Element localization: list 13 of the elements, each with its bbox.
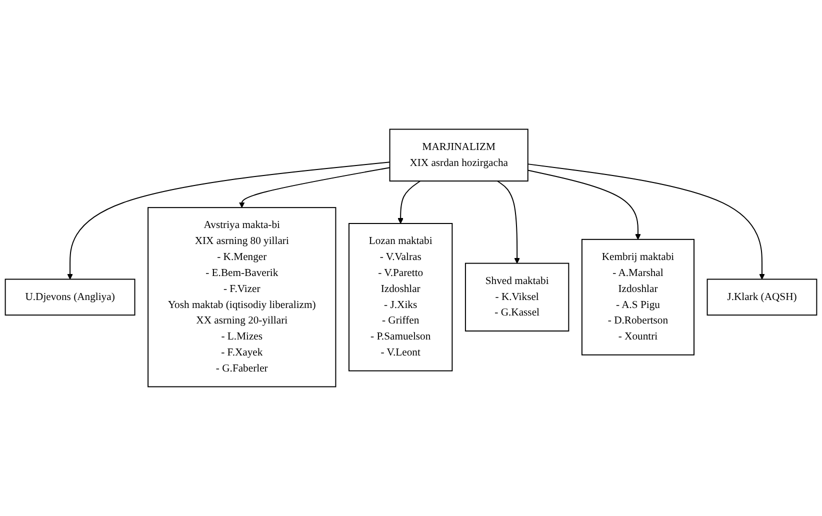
node-box: Lozan maktabi - V.Valras - V.Paretto Izdoshlar - J.Xiks - Griffen - P.Samuelson - V.Leont [348,223,453,372]
node-box: J.Klark (AQSH) [706,278,818,316]
arrow [398,180,421,224]
arrow [67,162,390,280]
arrow [496,180,520,264]
node-box: Shved maktabi - K.Viksel - G.Kassel [464,262,570,332]
arrow [238,167,390,208]
node-box: U.Djevons (Angliya) [4,278,136,316]
node-box: MARJINALIZM XIX asrdan hozirgacha [389,128,528,182]
arrow [527,164,765,280]
arrow [527,170,641,240]
node-box: Avstriya makta-bi XIX asrning 80 yillari - K.Menger - E.Bem-Baverik - F.Vizer Yosh maktab (iqtisodiy liberalizm) XX asrning 20-yillari - L.Mizes - F.Xayek - G.Faberler [148,207,336,388]
node-box: Kembrij maktabi - A.Marshal Izdoshlar - A.S Pigu - D.Robertson - Xountri [581,238,694,356]
